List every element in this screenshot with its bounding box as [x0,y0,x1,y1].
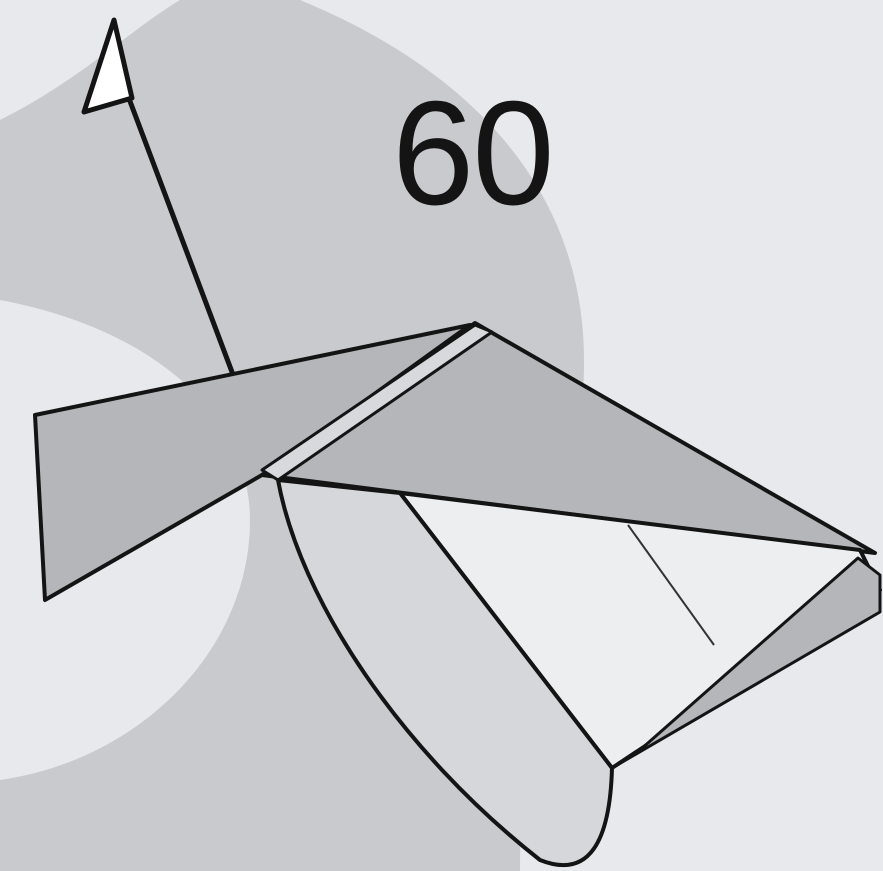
step-number: 60 [392,80,553,228]
